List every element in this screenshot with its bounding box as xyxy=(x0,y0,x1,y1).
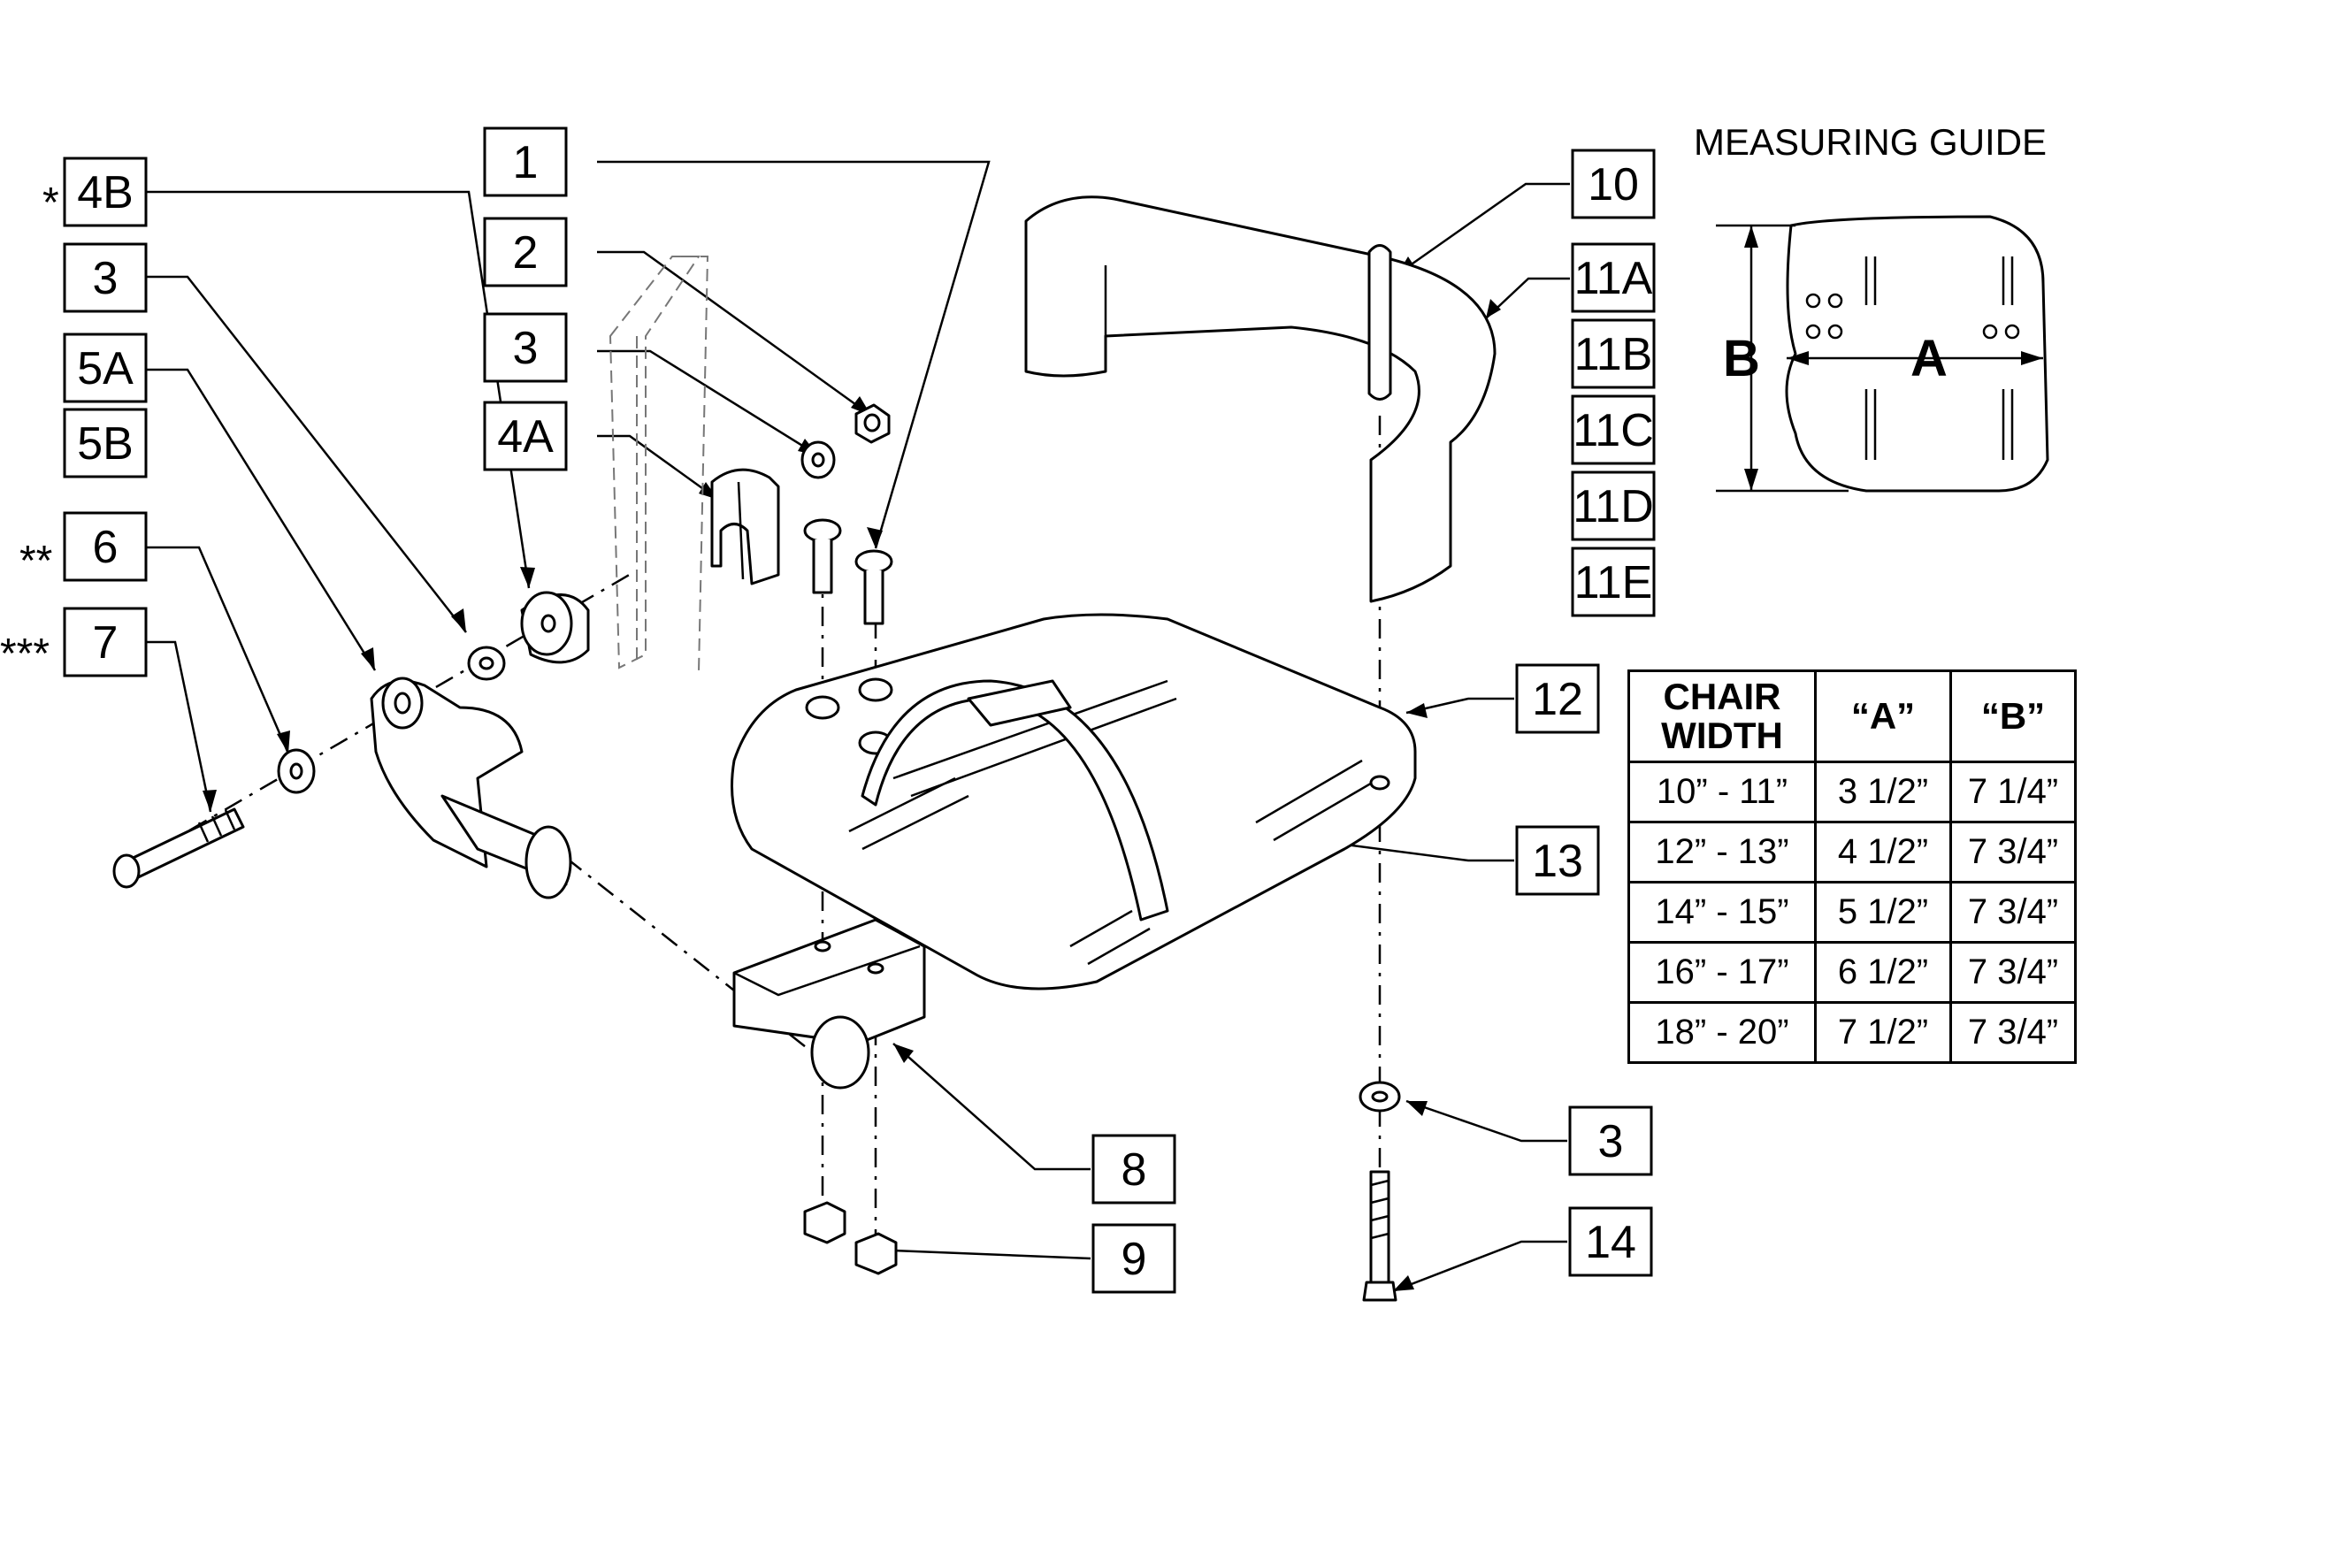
header-b: “B” xyxy=(1949,669,2077,763)
marker-7: *** xyxy=(0,631,50,677)
nut-part-2 xyxy=(854,403,891,444)
cell-width: 18” - 20” xyxy=(1627,1001,1817,1064)
bracket-part-5a xyxy=(370,677,572,899)
cell-width: 10” - 11” xyxy=(1627,761,1817,823)
svg-text:11B: 11B xyxy=(1574,329,1653,380)
svg-text:1: 1 xyxy=(513,137,539,188)
svg-text:4B: 4B xyxy=(77,167,134,218)
svg-text:13: 13 xyxy=(1532,836,1583,887)
svg-text:3: 3 xyxy=(513,323,539,374)
svg-text:8: 8 xyxy=(1122,1144,1147,1196)
svg-text:3: 3 xyxy=(1598,1116,1624,1167)
table-row: 16” - 17” 6 1/2” 7 3/4” xyxy=(1627,941,2077,1004)
cell-a: 4 1/2” xyxy=(1814,821,1952,883)
table-row: 14” - 15” 5 1/2” 7 3/4” xyxy=(1627,881,2077,944)
cell-a: 7 1/2” xyxy=(1814,1001,1952,1064)
callout-11a: 11A xyxy=(1571,242,1656,313)
clamp-block-part-8 xyxy=(732,918,926,1090)
nuts-part-9 xyxy=(803,1201,898,1275)
callout-11e: 11E xyxy=(1571,547,1656,617)
svg-text:7: 7 xyxy=(93,617,119,669)
svg-text:11E: 11E xyxy=(1574,557,1653,608)
measuring-guide-title: MEASURING GUIDE xyxy=(1694,121,2047,163)
svg-text:2: 2 xyxy=(513,227,539,279)
cell-a: 5 1/2” xyxy=(1814,881,1952,944)
callout-1: 1 xyxy=(483,126,568,197)
measuring-guide: MEASURING GUIDE A B xyxy=(1694,121,2049,493)
cell-width: 16” - 17” xyxy=(1627,941,1817,1004)
svg-text:11C: 11C xyxy=(1573,405,1654,456)
callout-6: 6 xyxy=(63,511,148,582)
strap-part-13 xyxy=(861,679,1169,922)
callout-10: 10 xyxy=(1571,149,1656,219)
chair-frame-outline xyxy=(609,256,709,673)
bolt-part-7 xyxy=(112,807,245,889)
svg-text:6: 6 xyxy=(93,522,119,573)
callout-11c: 11C xyxy=(1571,394,1656,465)
pin-part-10 xyxy=(1367,244,1392,401)
callout-4a: 4A xyxy=(483,401,568,471)
header-a: “A” xyxy=(1814,669,1952,763)
callout-5a: 5A xyxy=(63,333,148,403)
callout-7: 7 xyxy=(63,607,148,677)
washer-part-3-upper xyxy=(800,440,836,479)
cell-b: 7 3/4” xyxy=(1949,1001,2077,1064)
callout-8: 8 xyxy=(1091,1134,1176,1205)
bolt-part-14 xyxy=(1362,1170,1397,1302)
dimension-a-label: A xyxy=(1910,330,1948,387)
marker-6: ** xyxy=(19,538,52,585)
calf-strap-part-11 xyxy=(1024,195,1497,603)
callout-14: 14 xyxy=(1568,1206,1653,1277)
svg-text:14: 14 xyxy=(1585,1217,1636,1268)
chair-width-table: CHAIR WIDTH “A” “B” 10” - 11” 3 1/2” 7 1… xyxy=(1627,669,2077,1064)
callout-5b: 5B xyxy=(63,408,148,478)
header-chair-width: CHAIR WIDTH xyxy=(1627,669,1817,763)
svg-text:11A: 11A xyxy=(1574,253,1653,304)
dimension-b-label: B xyxy=(1723,330,1760,387)
clamp-part-4a xyxy=(710,468,780,585)
cell-b: 7 1/4” xyxy=(1949,761,2077,823)
cell-b: 7 3/4” xyxy=(1949,881,2077,944)
svg-text:12: 12 xyxy=(1532,674,1583,725)
callout-9: 9 xyxy=(1091,1223,1176,1294)
washer-part-3-lower xyxy=(1359,1081,1401,1113)
cell-width: 12” - 13” xyxy=(1627,821,1817,883)
table-row: 18” - 20” 7 1/2” 7 3/4” xyxy=(1627,1001,2077,1064)
callout-4b: 4B xyxy=(63,157,148,227)
svg-text:3: 3 xyxy=(93,253,119,304)
marker-4b: * xyxy=(42,180,59,226)
callout-13: 13 xyxy=(1515,825,1600,896)
cell-width: 14” - 15” xyxy=(1627,881,1817,944)
cell-a: 3 1/2” xyxy=(1814,761,1952,823)
callout-3-left: 3 xyxy=(63,242,148,313)
washer-part-6 xyxy=(277,748,316,794)
table-row: 10” - 11” 3 1/2” 7 1/4” xyxy=(1627,761,2077,823)
screws-part-1 xyxy=(803,518,893,625)
callout-11d: 11D xyxy=(1571,470,1656,541)
callout-11b: 11B xyxy=(1571,318,1656,389)
cell-a: 6 1/2” xyxy=(1814,941,1952,1004)
callout-2: 2 xyxy=(483,217,568,287)
svg-text:11D: 11D xyxy=(1573,481,1654,532)
cell-b: 7 3/4” xyxy=(1949,941,2077,1004)
callout-3-upper: 3 xyxy=(483,312,568,383)
callouts: 1 2 3 4A * 4B 3 5A 5B ** xyxy=(0,126,1656,1294)
svg-text:5B: 5B xyxy=(77,418,134,470)
svg-text:5A: 5A xyxy=(77,343,134,394)
leader-lines xyxy=(146,160,1570,1293)
cell-b: 7 3/4” xyxy=(1949,821,2077,883)
footplate-part-12 xyxy=(731,613,1417,991)
svg-text:10: 10 xyxy=(1588,159,1639,210)
callout-3-lower: 3 xyxy=(1568,1105,1653,1176)
washer-part-3-left xyxy=(467,646,506,681)
spacer-part-4b xyxy=(520,591,590,664)
svg-text:4A: 4A xyxy=(497,411,554,463)
svg-text:9: 9 xyxy=(1122,1234,1147,1285)
table-row: 12” - 13” 4 1/2” 7 3/4” xyxy=(1627,821,2077,883)
table-header-row: CHAIR WIDTH “A” “B” xyxy=(1627,669,2077,763)
callout-12: 12 xyxy=(1515,663,1600,734)
